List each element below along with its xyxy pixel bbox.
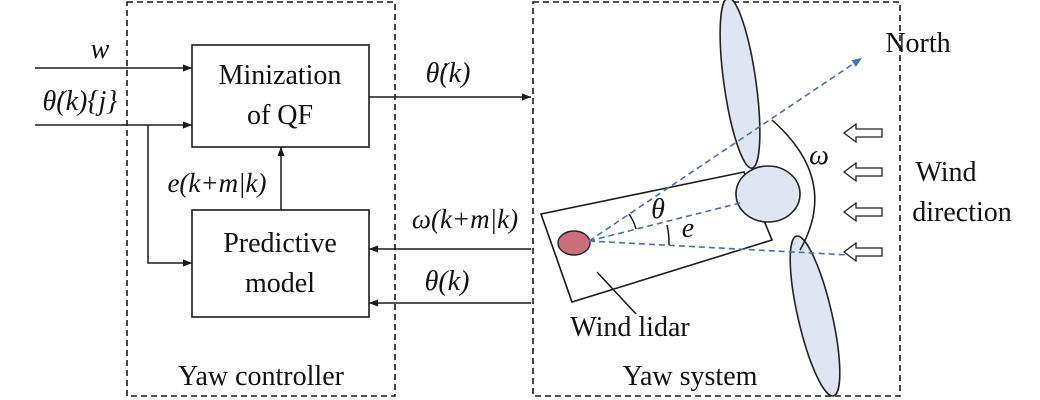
predictive-model-block	[191, 209, 370, 318]
predictive-label-line2: model	[245, 268, 315, 299]
north-label: North	[885, 28, 950, 59]
theta-dot-k-label: θ̇(k)	[426, 58, 471, 89]
wind-arrow-4	[842, 241, 883, 263]
predictive-label-line1: Predictive	[223, 228, 337, 259]
omega-pred-label: ω(k+m|k)	[412, 204, 518, 234]
error-label: e(k+m|k)	[167, 168, 266, 198]
wind-direction-label-line1: Wind	[915, 157, 976, 188]
input-w-label: w	[91, 34, 110, 65]
wind-lidar-label: Wind lidar	[570, 312, 690, 343]
wind-arrow-2	[842, 161, 883, 183]
theta-k-label: θ(k)	[425, 266, 470, 297]
rotor-hub	[735, 165, 801, 223]
wind-direction-label-line2: direction	[912, 197, 1012, 228]
bottom-blade	[789, 235, 841, 397]
branch-to-predictive-arrow	[147, 125, 192, 267]
nacelle-body	[539, 171, 774, 303]
minimization-label-line1: Minization	[219, 60, 342, 91]
omega-arc	[771, 119, 816, 251]
wind-direction-ray	[588, 240, 869, 257]
nacelle-axis-ray	[588, 202, 741, 242]
omega-symbol: ω	[809, 140, 829, 171]
wind-arrow-1	[842, 122, 883, 144]
wind-arrows	[842, 122, 883, 263]
minimization-label-line2: of QF	[247, 100, 313, 131]
north-ray	[588, 57, 863, 242]
wind-lidar-sensor	[557, 230, 591, 256]
yaw-controller-caption: Yaw controller	[178, 361, 345, 392]
e-symbol: e	[682, 213, 694, 244]
top-blade	[719, 0, 761, 169]
yaw-system-group	[532, 1, 901, 397]
theta-symbol: θ	[651, 194, 665, 225]
theta-arc	[628, 213, 637, 230]
lidar-leader-line	[596, 271, 637, 315]
yaw-controller-group	[126, 1, 396, 397]
yaw-system-caption: Yaw system	[623, 361, 758, 392]
input-theta-dot-label: θ̇(k){j}	[42, 86, 117, 117]
wind-arrow-3	[842, 201, 883, 223]
e-arc	[666, 224, 670, 246]
